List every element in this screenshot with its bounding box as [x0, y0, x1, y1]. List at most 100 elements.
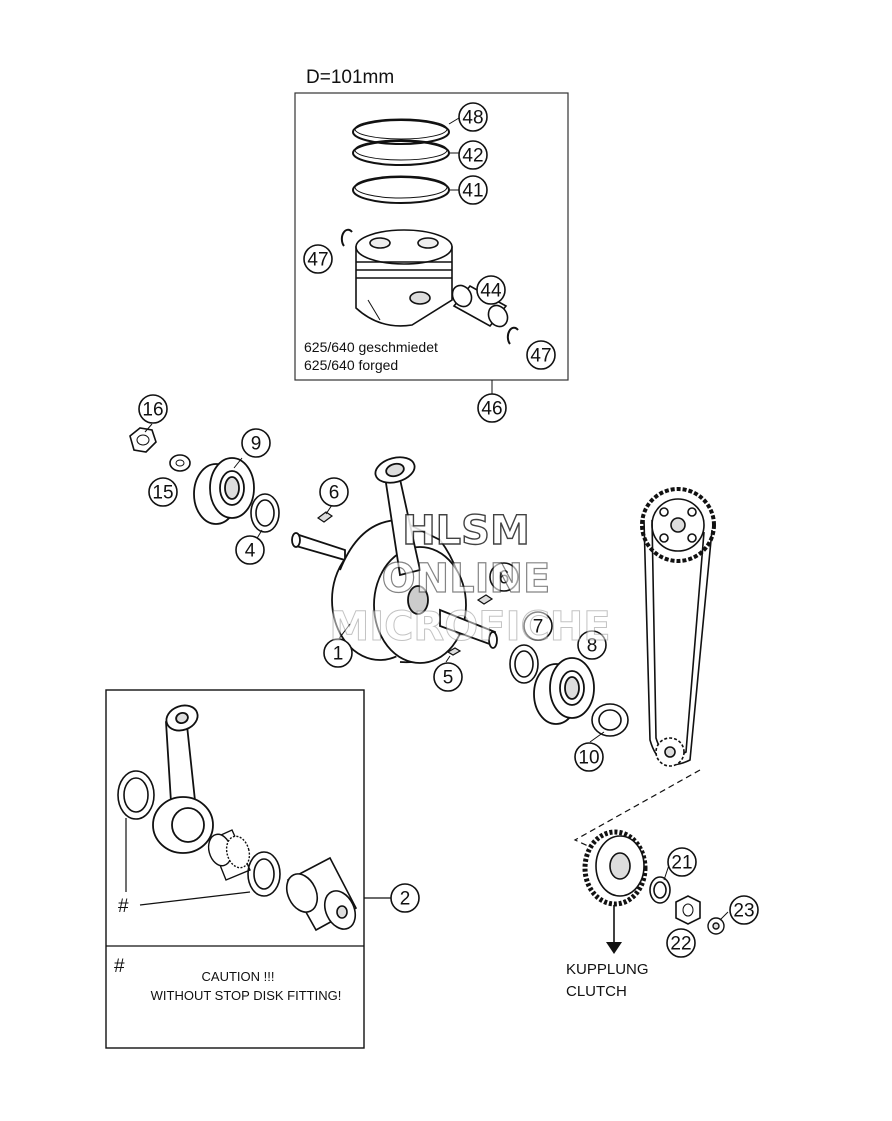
part-callout-p22: 22: [666, 928, 696, 958]
part-callout-p1: 1: [323, 638, 353, 668]
part-callout-p48: 48: [458, 102, 488, 132]
bearing-8: [533, 657, 595, 725]
callout-number: 46: [481, 399, 502, 420]
seal-10: [591, 703, 629, 737]
shim-7: [509, 644, 539, 684]
callout-number: 4: [245, 541, 256, 562]
callout-circle: [458, 175, 488, 205]
callout-circle: [458, 140, 488, 170]
callout-number: 6: [499, 568, 510, 589]
callout-number: 22: [670, 934, 691, 955]
callout-number: 23: [733, 901, 754, 922]
callout-number: 2: [400, 889, 411, 910]
callout-circle: [303, 244, 333, 274]
callout-number: 1: [333, 644, 344, 665]
part-callout-p47a: 47: [303, 244, 333, 274]
callout-circle: [574, 742, 604, 772]
washer-21: [649, 876, 671, 904]
callout-circle: [319, 477, 349, 507]
part-callout-p9: 9: [241, 428, 271, 458]
part-callout-p42: 42: [458, 140, 488, 170]
callout-circle: [526, 340, 556, 370]
nut-22: [675, 895, 701, 925]
callout-number: 7: [533, 617, 544, 638]
clutch-label-en: CLUTCH: [566, 983, 627, 1000]
circlip-right: [506, 326, 519, 345]
callout-circle: [729, 895, 759, 925]
callout-number: 47: [307, 250, 328, 271]
callout-circle: [477, 393, 507, 423]
diameter-label: D=101mm: [306, 67, 394, 88]
part-callout-p6b: 6: [489, 562, 519, 592]
callout-number: 9: [251, 434, 262, 455]
circlip-left: [340, 228, 353, 247]
part-callout-p8: 8: [577, 630, 607, 660]
part-callout-p6: 6: [319, 477, 349, 507]
bearing-9: [193, 457, 255, 525]
key-6-right: [476, 594, 494, 605]
clutch-arrow: [606, 905, 622, 954]
part-callout-p15: 15: [148, 477, 178, 507]
part-callout-p46: 46: [477, 393, 507, 423]
washer-15: [169, 454, 191, 472]
callout-number: 16: [142, 400, 163, 421]
piston-pin: [451, 284, 509, 328]
piston: [355, 229, 453, 327]
callout-circle: [241, 428, 271, 458]
hash-leaders: [125, 818, 392, 906]
connecting-rod-assembled: [374, 456, 422, 577]
stop-disk-right: [247, 851, 281, 897]
part-callout-p47b: 47: [526, 340, 556, 370]
callout-number: 21: [671, 853, 692, 874]
callout-number: 44: [480, 281, 502, 302]
connecting-rod: [152, 704, 214, 854]
watermark-line1: HLSM: [402, 508, 530, 554]
main-leaders: [144, 423, 729, 921]
callout-number: 5: [443, 668, 454, 689]
callout-circle: [489, 562, 519, 592]
caution-line2: WITHOUT STOP DISK FITTING!: [151, 988, 342, 1003]
crank-pin: [285, 856, 358, 932]
clutch-label-de: KUPPLUNG: [566, 961, 649, 978]
callout-circle: [523, 611, 553, 641]
caution-line1: CAUTION !!!: [202, 969, 275, 984]
callout-number: 41: [462, 181, 483, 202]
part-callout-p7: 7: [523, 611, 553, 641]
callout-number: 48: [462, 108, 483, 129]
callout-number: 6: [329, 483, 340, 504]
callout-number: 8: [587, 636, 598, 657]
part-callout-p4: 4: [235, 535, 265, 565]
caution-hash: #: [114, 956, 125, 977]
callout-circle: [476, 275, 506, 305]
callout-number: 15: [152, 483, 173, 504]
clutch-gear: [582, 829, 648, 907]
piston-box: [294, 92, 569, 381]
hash-mark: #: [118, 896, 129, 917]
callout-circle: [323, 638, 353, 668]
part-callout-p23: 23: [729, 895, 759, 925]
callout-circle: [433, 662, 463, 692]
key-5: [446, 647, 462, 656]
piston-caption-de: 625/640 geschmiedet: [304, 339, 438, 355]
callout-circle: [666, 928, 696, 958]
callout-circle: [148, 477, 178, 507]
watermark-line2: ONLINE: [382, 556, 551, 602]
callout-circle: [138, 394, 168, 424]
callout-number: 10: [578, 748, 599, 769]
shim-4: [250, 493, 280, 533]
needle-bearing: [207, 829, 251, 881]
callout-circle: [667, 847, 697, 877]
bushing-23: [707, 917, 725, 935]
callout-number: 47: [530, 346, 551, 367]
part-callout-p41: 41: [458, 175, 488, 205]
nut-16: [129, 427, 157, 453]
callout-number: 42: [462, 146, 483, 167]
key-6: [316, 511, 334, 523]
part-callout-p5: 5: [433, 662, 463, 692]
piston-rings: [352, 118, 450, 204]
part-callout-p10: 10: [574, 742, 604, 772]
piston-caption-en: 625/640 forged: [304, 357, 398, 373]
part-callout-p21: 21: [667, 847, 697, 877]
